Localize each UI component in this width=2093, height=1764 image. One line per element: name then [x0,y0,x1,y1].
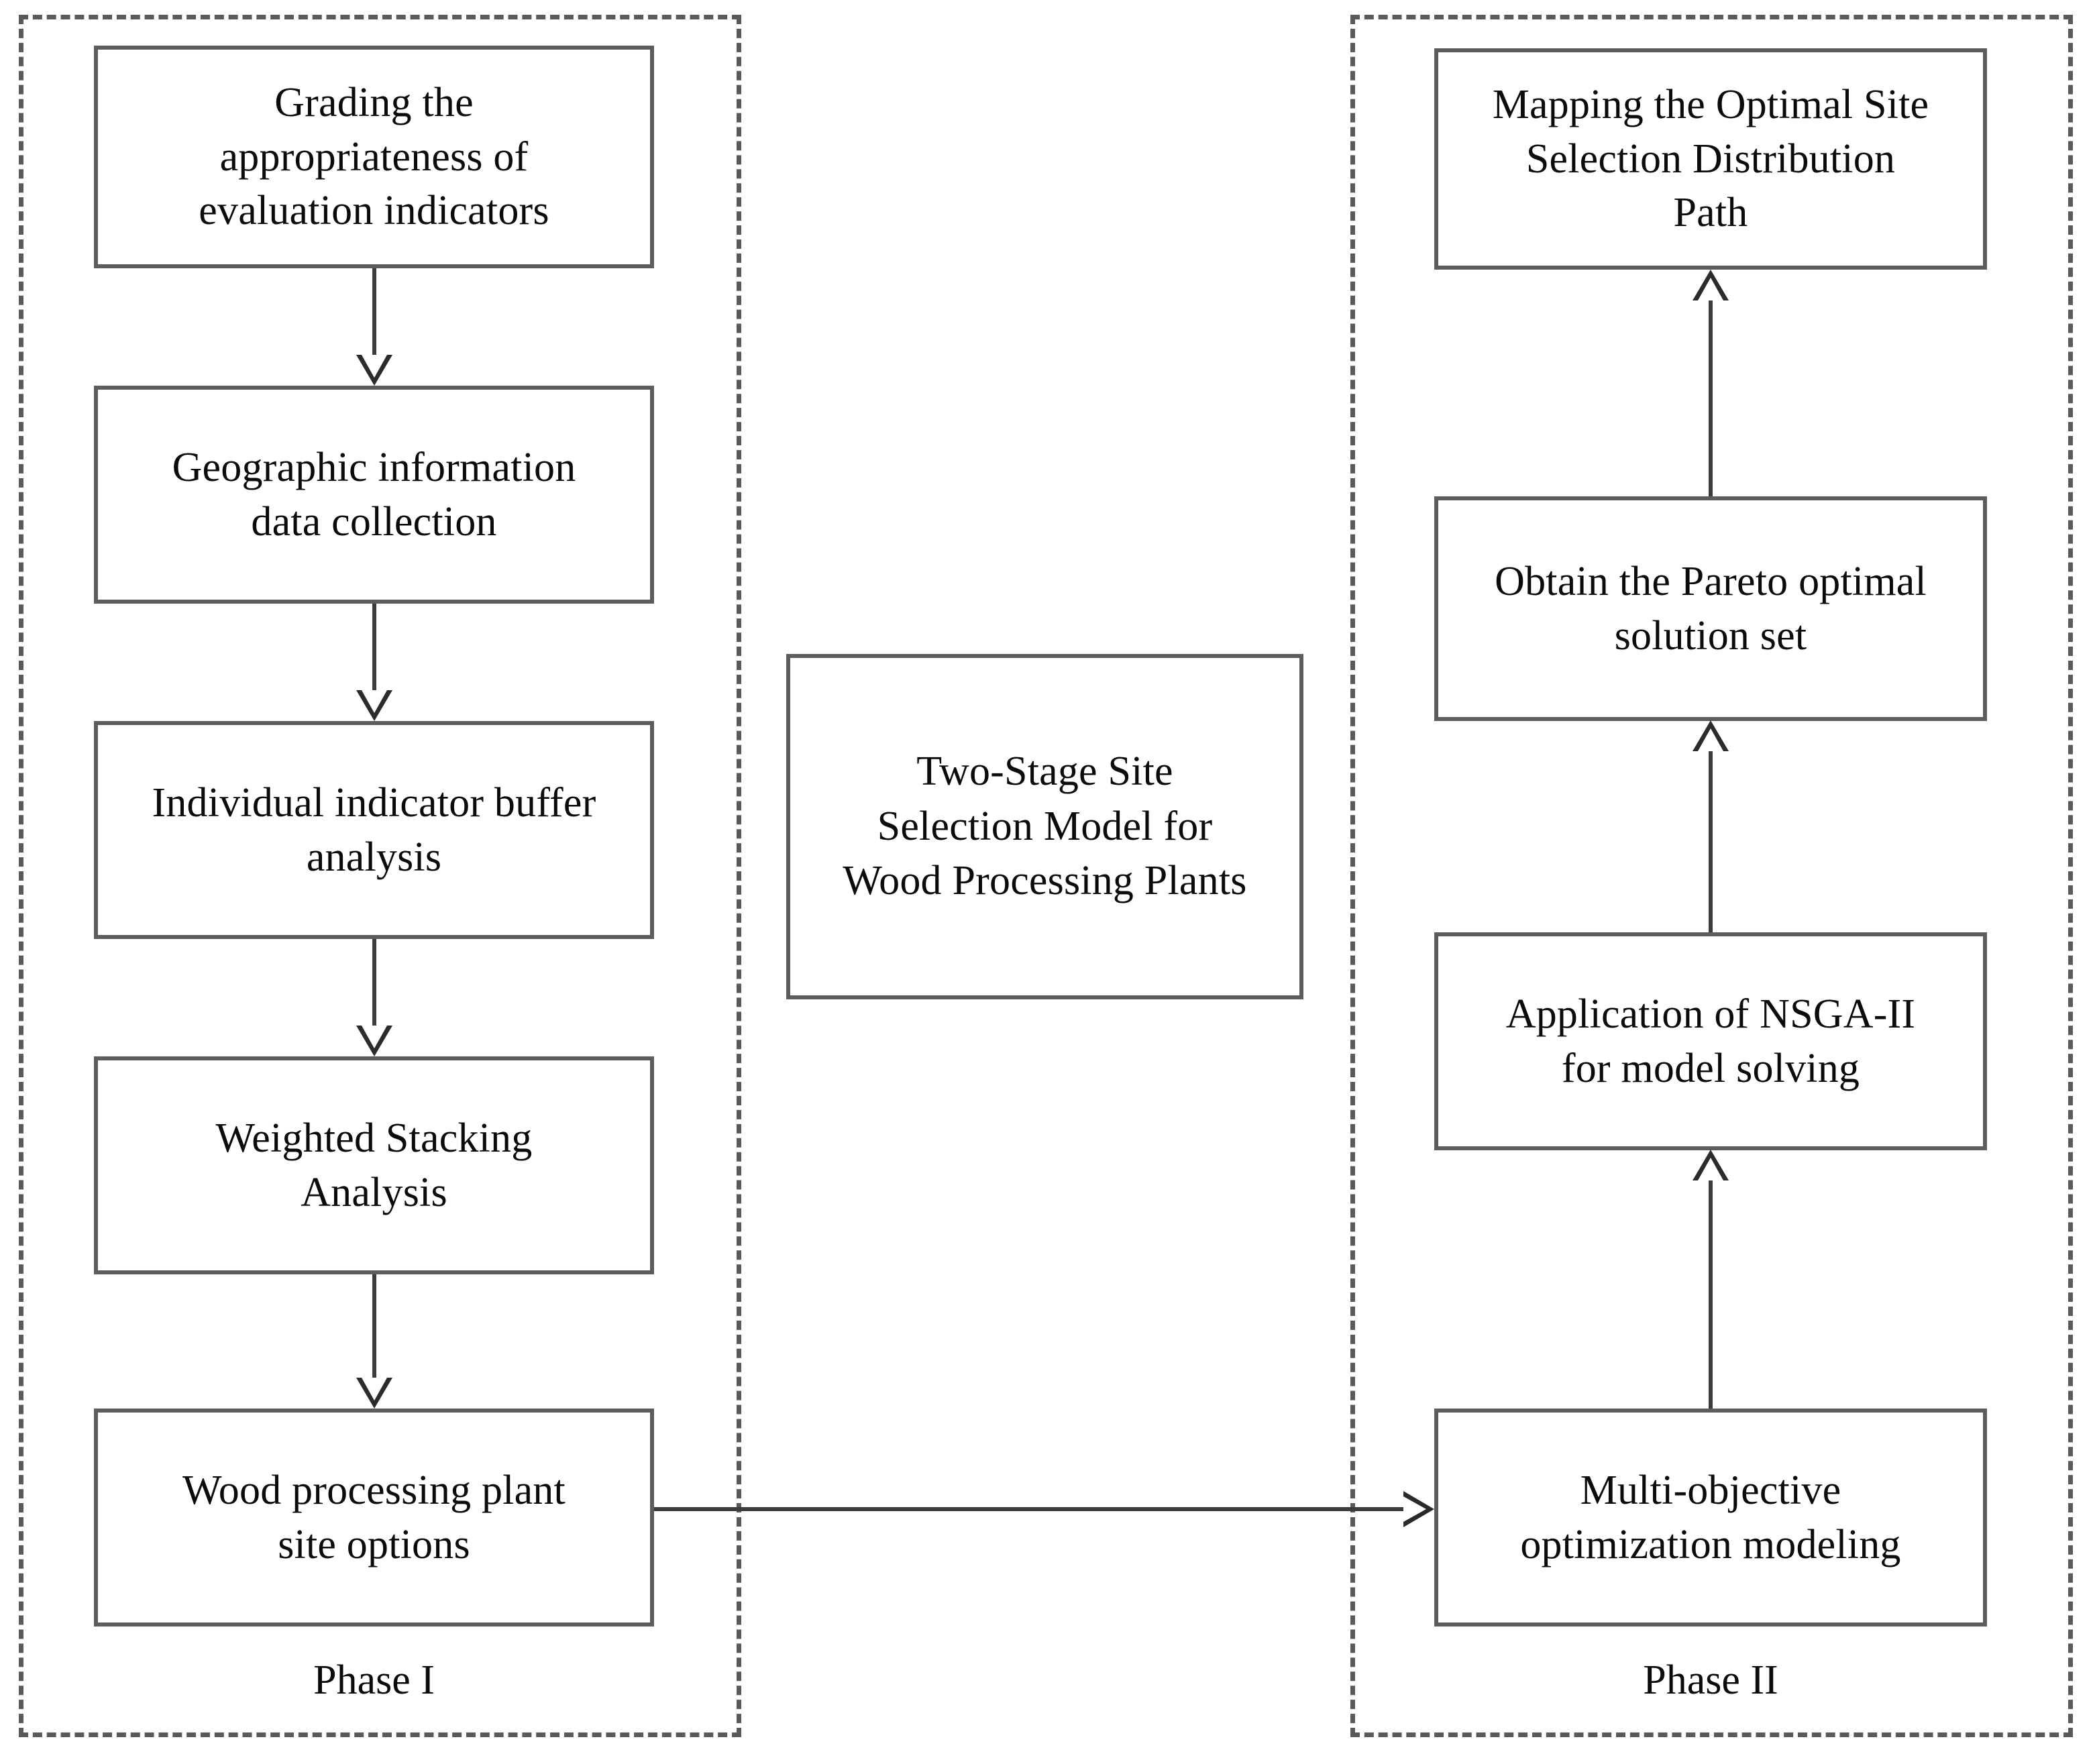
connector-line-p2-n4-n3 [1709,1180,1713,1409]
arrowhead-down-p1-n3-n4 [356,1026,392,1056]
connector-line-p2-n3-n2 [1709,751,1713,932]
connector-line-p1-n4-n5 [372,1274,376,1380]
node-site-options[interactable]: Wood processing plant site options [94,1409,654,1627]
connector-line-phase1-to-phase2 [654,1507,1403,1511]
node-label: Two-Stage Site Selection Model for Wood … [843,748,1247,904]
node-weighted-stacking-analysis[interactable]: Weighted Stacking Analysis [94,1056,654,1274]
node-indicator-buffer-analysis[interactable]: Individual indicator buffer analysis [94,721,654,939]
node-geographic-data-collection[interactable]: Geographic information data collection [94,386,654,604]
phase-2-label: Phase II [1643,1657,1778,1703]
arrowhead-down-p1-n4-n5 [356,1378,392,1409]
phase-2-region [1350,15,2073,1737]
arrowhead-up-p2-n2-n1 [1693,270,1729,300]
node-multi-objective-optimization[interactable]: Multi-objective optimization modeling [1434,1409,1987,1627]
arrowhead-up-p2-n4-n3 [1693,1150,1729,1180]
connector-line-p1-n2-n3 [372,604,376,693]
node-label: Application of NSGA-II for model solving [1505,991,1916,1091]
phase-1-region [19,15,741,1737]
phase-1-label: Phase I [313,1657,435,1703]
node-grading-appropriateness[interactable]: Grading the appropriateness of evaluatio… [94,46,654,268]
connector-line-p1-n3-n4 [372,939,376,1028]
node-label: Geographic information data collection [172,444,576,545]
node-pareto-optimal-solution-set[interactable]: Obtain the Pareto optimal solution set [1434,496,1987,721]
node-label: Mapping the Optimal Site Selection Distr… [1492,82,1929,236]
arrowhead-down-p1-n2-n3 [356,690,392,721]
node-label: Weighted Stacking Analysis [215,1115,533,1215]
connector-line-p1-n1-n2 [372,268,376,357]
node-label: Obtain the Pareto optimal solution set [1495,558,1927,659]
node-mapping-optimal-site-path[interactable]: Mapping the Optimal Site Selection Distr… [1434,48,1987,270]
node-label: Individual indicator buffer analysis [152,779,596,880]
node-label: Grading the appropriateness of evaluatio… [199,80,549,234]
node-label: Wood processing plant site options [182,1467,566,1567]
node-center-model-title[interactable]: Two-Stage Site Selection Model for Wood … [786,654,1303,999]
node-nsga-ii-model-solving[interactable]: Application of NSGA-II for model solving [1434,932,1987,1150]
arrowhead-right-phase1-to-phase2 [1403,1491,1434,1527]
arrowhead-down-p1-n1-n2 [356,355,392,386]
arrowhead-up-p2-n3-n2 [1693,720,1729,751]
connector-line-p2-n2-n1 [1709,300,1713,496]
node-label: Multi-objective optimization modeling [1520,1467,1901,1567]
